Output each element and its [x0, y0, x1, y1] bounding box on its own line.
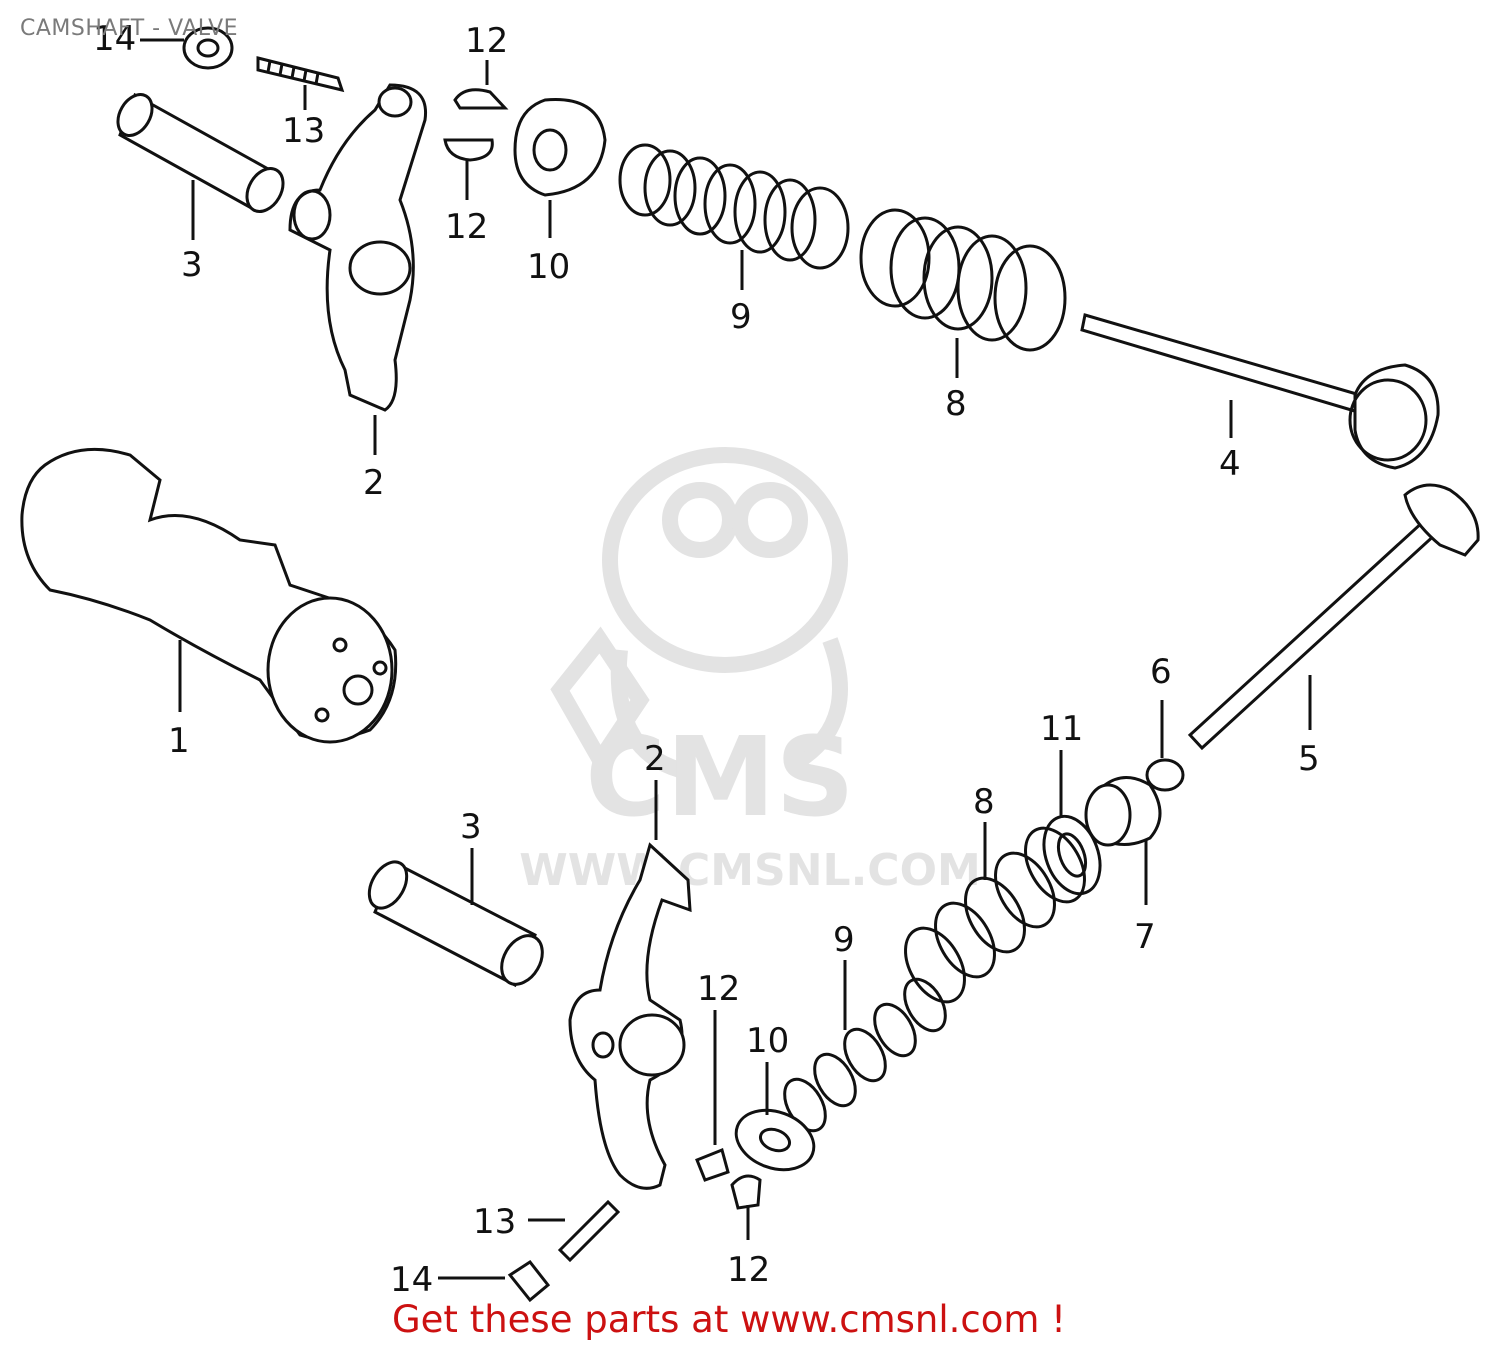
- part-5-valve: [1187, 483, 1480, 751]
- part-2-rocker-arm-top: [288, 83, 428, 412]
- callout-9-bottom: 9: [833, 920, 855, 960]
- footer-prefix: Get these parts at: [392, 1298, 741, 1341]
- callout-3-top: 3: [181, 245, 203, 285]
- leader-lines: [140, 38, 1312, 1280]
- callout-10-top: 10: [527, 247, 570, 287]
- callout-6: 6: [1150, 652, 1172, 692]
- watermark-brand: CMS: [585, 713, 854, 841]
- callout-4: 4: [1219, 444, 1241, 484]
- callout-9-top: 9: [730, 297, 752, 337]
- part-4-valve: [1080, 313, 1440, 470]
- watermark-mascot-icon: [550, 447, 848, 778]
- callout-12-top-b: 12: [445, 207, 488, 247]
- part-1-camshaft: [20, 447, 398, 744]
- callout-12-bottom-a: 12: [697, 969, 740, 1009]
- callout-14-top: 14: [93, 19, 136, 59]
- callout-numbers: 14 13 12 12 3 10 9 8 2 4 1 6 11 5 2 3 8 …: [93, 19, 1320, 1300]
- part-14-nut-top: [182, 26, 234, 70]
- callout-12-bottom-b: 12: [727, 1250, 770, 1290]
- callout-1: 1: [168, 721, 190, 761]
- callout-2-bottom: 2: [644, 739, 666, 779]
- footer-suffix: !: [1039, 1298, 1067, 1341]
- part-7-seat: [1084, 776, 1162, 847]
- callout-3-bottom: 3: [460, 807, 482, 847]
- callout-13-top: 13: [282, 111, 325, 151]
- part-9-spring-bottom: [783, 977, 947, 1133]
- part-3-shaft-top: [116, 92, 285, 213]
- part-8-spring-top: [859, 208, 1067, 352]
- cms-watermark: CMS WWW.CMSNL.COM: [519, 447, 981, 896]
- callout-5: 5: [1298, 739, 1320, 779]
- part-13-screw-bottom: [557, 1199, 621, 1263]
- part-13-screw-top: [256, 56, 345, 93]
- part-10-retainer-top: [513, 98, 607, 197]
- part-14-nut-bottom: [507, 1259, 551, 1303]
- callout-2-top: 2: [363, 463, 385, 503]
- part-3-shaft-bottom: [367, 860, 544, 988]
- part-12-keepers-bottom: [695, 1147, 762, 1210]
- page-title: CAMSHAFT - VALVE: [20, 16, 239, 41]
- part-11-washer: [1042, 814, 1102, 896]
- callout-14-bottom: 14: [390, 1260, 433, 1300]
- callout-8-top: 8: [945, 384, 967, 424]
- callout-7: 7: [1134, 917, 1156, 957]
- callout-13-bottom: 13: [473, 1202, 516, 1242]
- part-12-keepers-top: [443, 88, 509, 162]
- footer-link[interactable]: www.cmsnl.com: [740, 1298, 1040, 1341]
- part-10-retainer-bottom: [734, 1108, 816, 1172]
- callout-8-bottom: 8: [973, 782, 995, 822]
- part-9-spring-top: [618, 143, 850, 270]
- callout-10-bottom: 10: [746, 1021, 789, 1061]
- footer-cta: Get these parts at www.cmsnl.com !: [392, 1298, 1066, 1341]
- callout-12-top-a: 12: [465, 21, 508, 61]
- part-8-spring-bottom: [904, 826, 1086, 1004]
- part-6-seal: [1145, 758, 1185, 792]
- part-2-rocker-arm-bottom: [568, 842, 692, 1190]
- watermark-url: WWW.CMSNL.COM: [519, 845, 981, 896]
- callout-11: 11: [1040, 709, 1083, 749]
